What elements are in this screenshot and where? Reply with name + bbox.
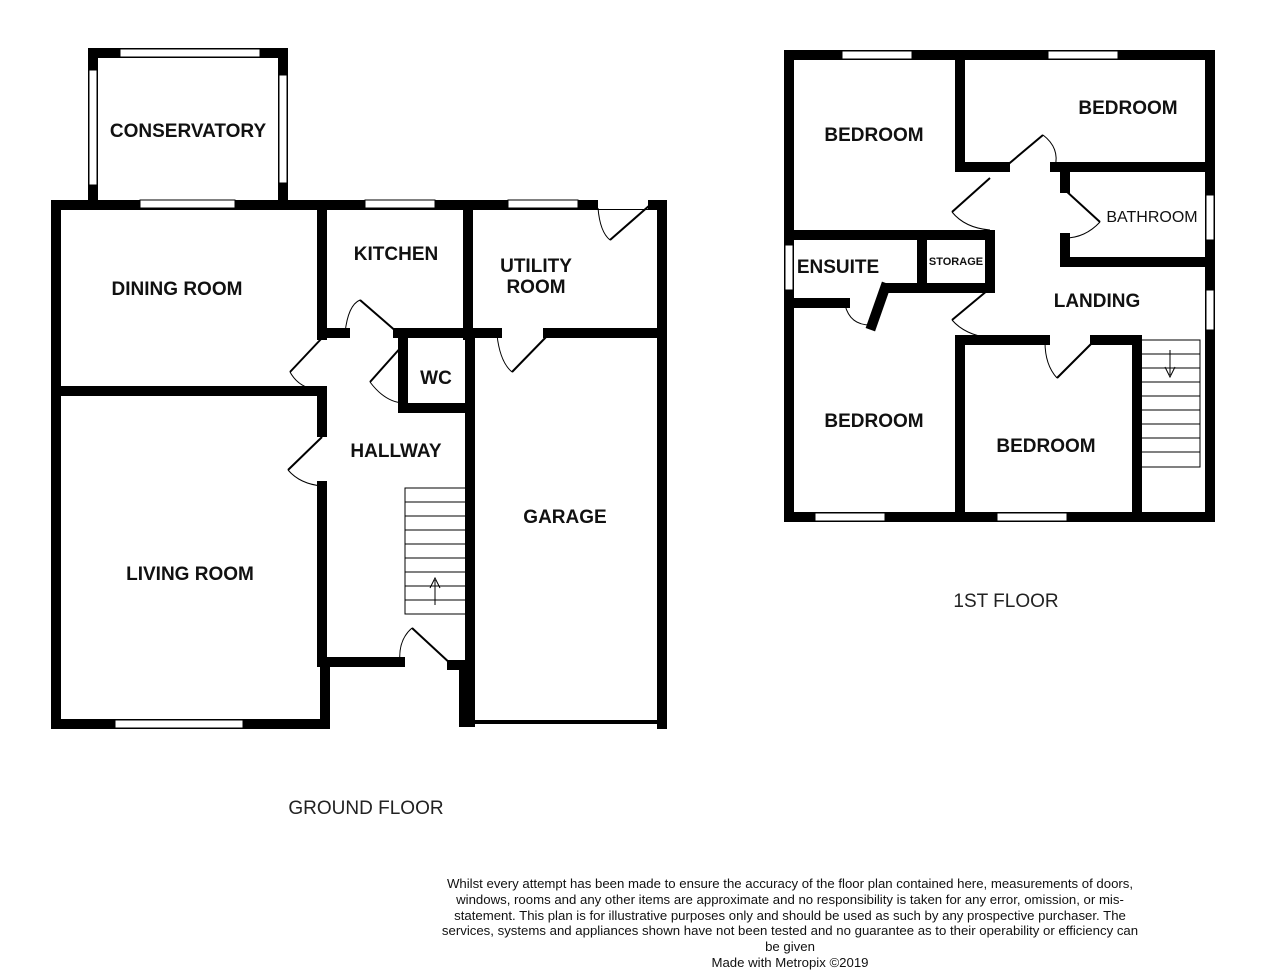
ground-floor-stairs[interactable] <box>404 487 468 615</box>
room-label-garage: GARAGE <box>523 507 606 528</box>
room-label-living-room: LIVING ROOM <box>126 564 254 585</box>
disclaimer: Whilst every attempt has been made to en… <box>440 876 1140 971</box>
ground-floor-windows <box>88 48 648 729</box>
room-label-ensuite: ENSUITE <box>797 257 879 278</box>
room-label-landing: LANDING <box>1054 291 1141 312</box>
credit-text: Made with Metropix ©2019 <box>711 954 869 970</box>
disclaimer-text: Whilst every attempt has been made to en… <box>441 876 1139 955</box>
first-floor-title: 1ST FLOOR <box>953 591 1058 612</box>
room-label-bedroom: BEDROOM <box>1078 98 1177 119</box>
ground-floor-doors <box>287 204 651 666</box>
room-label-bedroom: BEDROOM <box>824 125 923 146</box>
room-label-utility: UTILITY <box>500 256 572 277</box>
first-floor-doors <box>844 134 1101 379</box>
first-floor-windows <box>784 50 1215 522</box>
room-label-utility-room: ROOM <box>506 277 565 298</box>
room-label-hallway: HALLWAY <box>350 441 441 462</box>
room-label-bathroom: BATHROOM <box>1106 209 1197 226</box>
room-label-conservatory: CONSERVATORY <box>110 121 267 142</box>
ground-floor-title: GROUND FLOOR <box>288 798 443 819</box>
room-label-storage: STORAGE <box>929 256 983 268</box>
room-label-bedroom: BEDROOM <box>996 436 1095 457</box>
room-label-kitchen: KITCHEN <box>354 244 438 265</box>
first-floor-stairs[interactable] <box>1137 339 1201 468</box>
room-label-bedroom: BEDROOM <box>824 411 923 432</box>
ground-floor-walls <box>51 48 667 729</box>
room-label-wc: WC <box>420 368 452 389</box>
room-label-dining-room: DINING ROOM <box>112 279 243 300</box>
